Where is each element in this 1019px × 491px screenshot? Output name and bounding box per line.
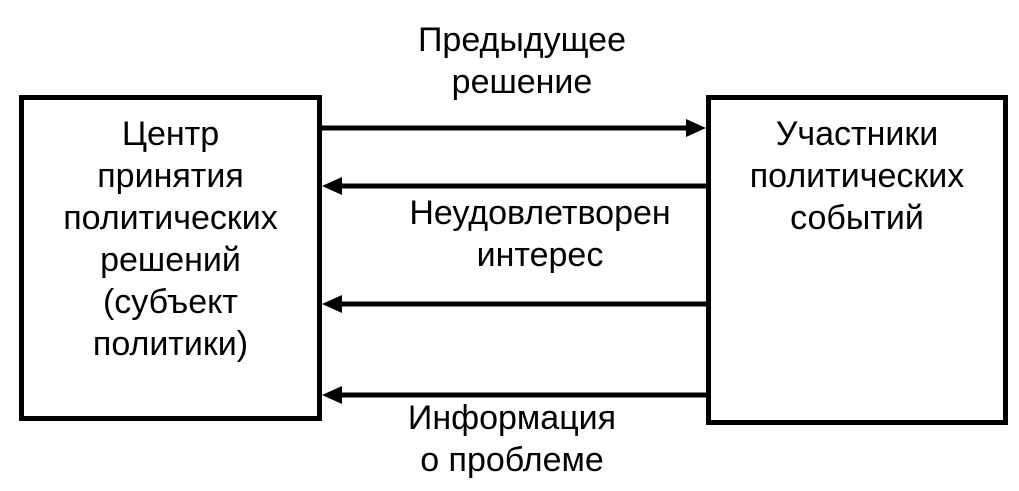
previous-decision-line: решение: [451, 63, 593, 101]
unsatisfied-interest-line: Неудовлетворен: [409, 194, 671, 232]
decision-center-box: Центр принятия политических решений (суб…: [19, 95, 322, 421]
unsatisfied-interest-label: Неудовлетворен интерес: [360, 192, 720, 276]
unsatisfied-interest-line: интерес: [476, 236, 604, 274]
decision-center-line: политических: [63, 199, 278, 237]
previous-decision-label: Предыдущее решение: [372, 19, 672, 103]
participants-box: Участники политических событий: [706, 95, 1008, 425]
participants-text: Участники политических событий: [711, 113, 1003, 239]
decision-center-line: Центр: [121, 115, 220, 153]
decision-center-line: решений: [100, 241, 241, 279]
problem-information-label: Информация о проблеме: [362, 397, 662, 481]
arrow-problem-information: [322, 386, 706, 404]
arrow-unsatisfied-interest: [322, 177, 706, 195]
problem-information-line: Информация: [407, 399, 617, 437]
problem-information-line: о проблеме: [420, 441, 604, 479]
decision-center-line: принятия: [97, 157, 244, 195]
participants-line: политических: [749, 157, 965, 195]
decision-center-line: политики): [92, 325, 249, 363]
arrow-second-feedback: [322, 295, 706, 313]
previous-decision-line: Предыдущее: [417, 21, 627, 59]
arrow-previous-decision: [322, 119, 706, 137]
participants-line: событий: [790, 199, 924, 237]
decision-center-line: (субъект: [102, 283, 239, 321]
decision-center-text: Центр принятия политических решений (суб…: [24, 113, 317, 365]
participants-line: Участники: [775, 115, 939, 153]
